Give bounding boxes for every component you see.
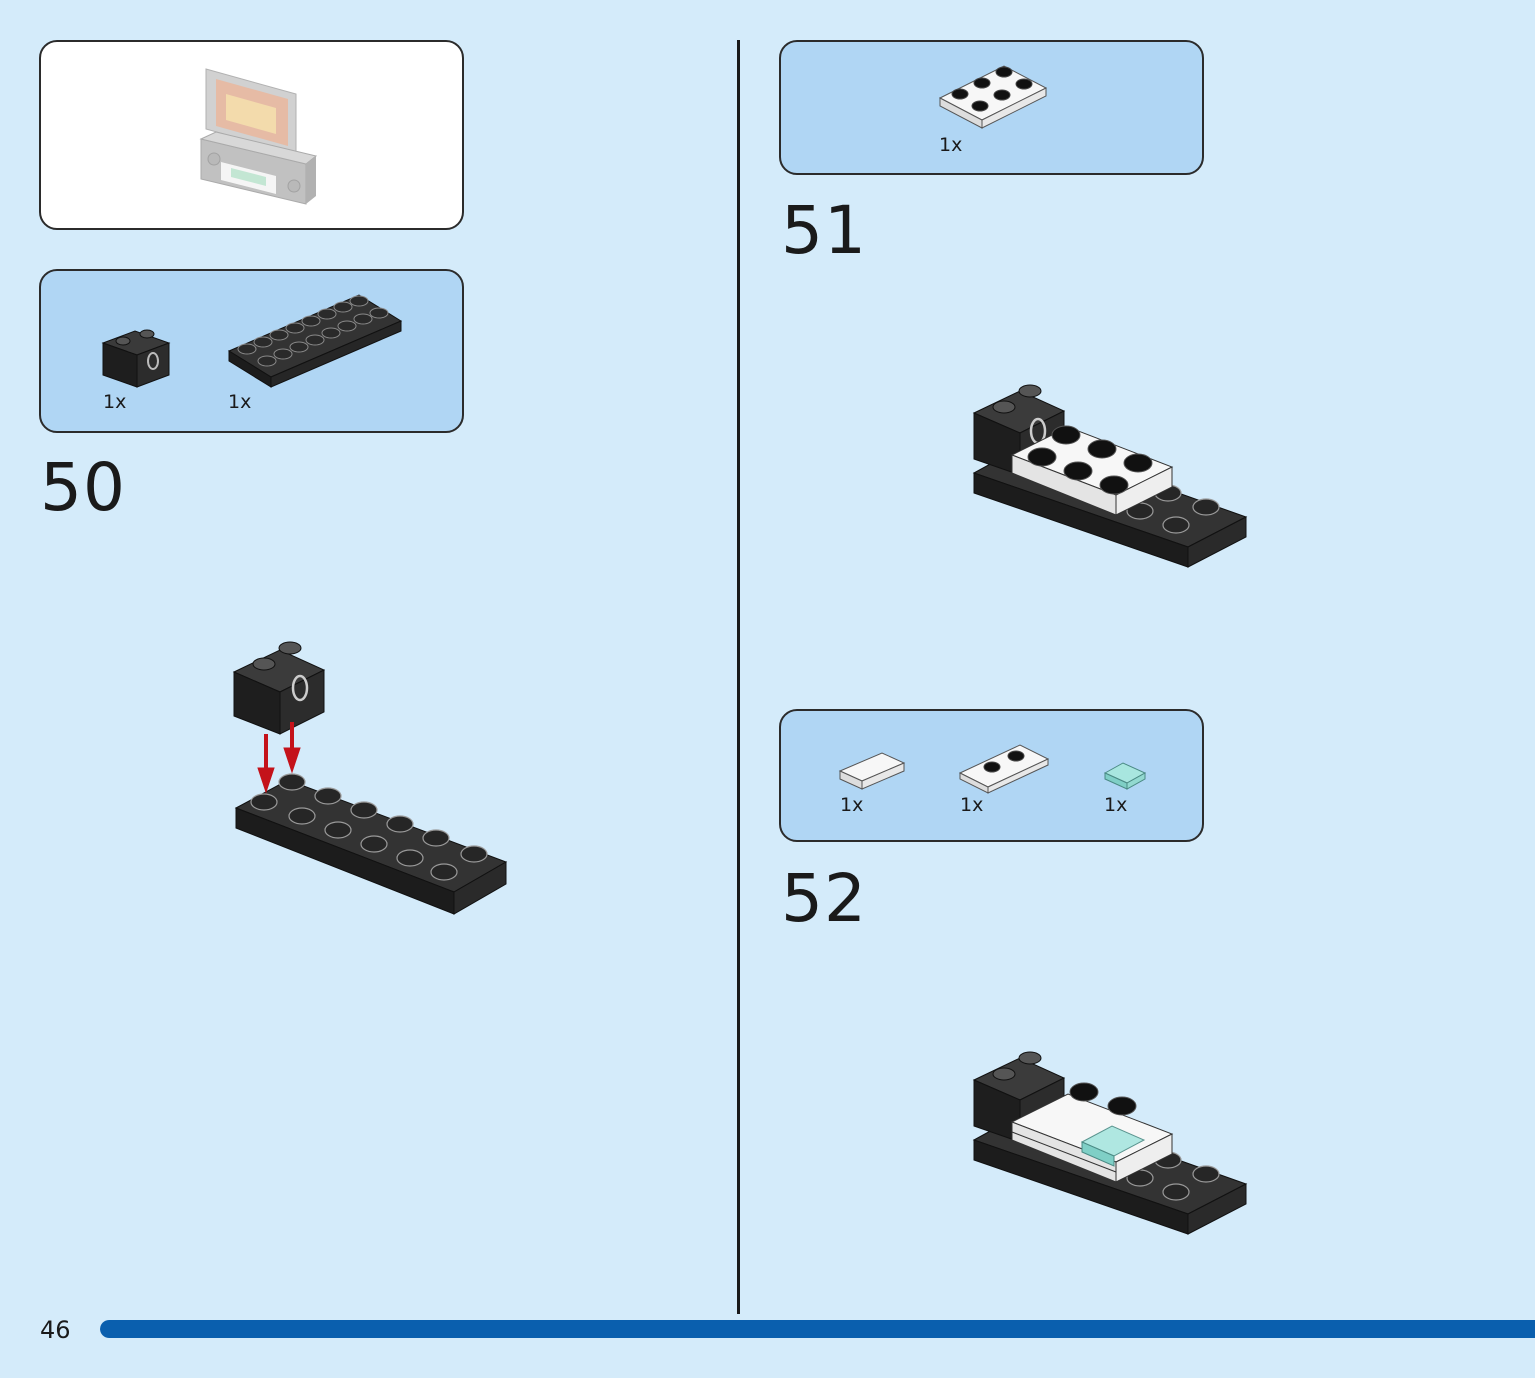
column-divider: [737, 40, 740, 1314]
step-51-assembly-illustration: [972, 384, 1248, 568]
step-50-assembly-illustration: [232, 641, 508, 915]
part-qty: 1x: [228, 391, 252, 413]
step-number: 51: [781, 192, 867, 269]
white-1x2-tile-icon: [838, 752, 906, 790]
black-1x2-technic-brick-icon: [101, 329, 171, 388]
tv-cabinet-preview-icon: [199, 68, 318, 205]
white-1x2-jumper-plate-icon: [958, 744, 1050, 794]
step-number: 50: [40, 449, 126, 526]
progress-bar-fill: [100, 1320, 1535, 1338]
white-2x3-plate-icon: [938, 65, 1048, 129]
parts-list-step-52: 1x 1x 1x: [779, 709, 1204, 842]
part-qty: 1x: [939, 134, 963, 156]
step-52-assembly-illustration: [972, 1051, 1248, 1235]
submodel-callout: [39, 40, 464, 230]
black-2x8-plate-icon: [227, 294, 403, 388]
parts-list-step-50: 1x 1x: [39, 269, 464, 433]
trans-light-blue-1x1-tile-icon: [1103, 762, 1147, 790]
part-qty: 1x: [840, 794, 864, 816]
part-qty: 1x: [960, 794, 984, 816]
step-number: 52: [781, 860, 867, 937]
parts-list-step-51: 1x: [779, 40, 1204, 175]
progress-bar: [100, 1320, 1535, 1338]
page-number: 46: [40, 1316, 71, 1344]
part-qty: 1x: [1104, 794, 1128, 816]
part-qty: 1x: [103, 391, 127, 413]
